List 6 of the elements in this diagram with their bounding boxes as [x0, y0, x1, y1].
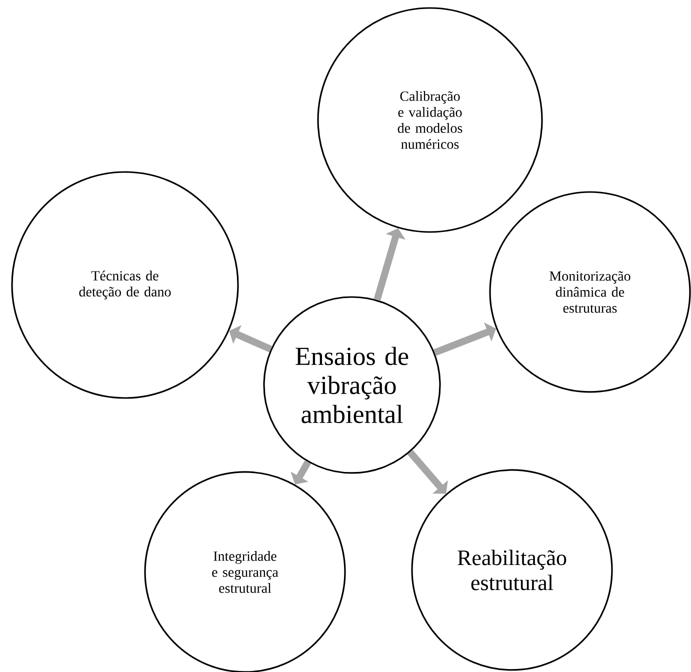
circle-node: Reabilitação estrutural — [411, 469, 613, 671]
circle-node: Ensaios de vibração ambiental — [263, 296, 441, 474]
circle-node: Calibração e validação de modelos numéricos — [317, 7, 543, 233]
circle-node: Técnicas de deteção de dano — [11, 171, 239, 399]
circle-node: Monitorização dinâmica de estruturas — [489, 191, 691, 393]
block-arrow — [407, 450, 448, 494]
